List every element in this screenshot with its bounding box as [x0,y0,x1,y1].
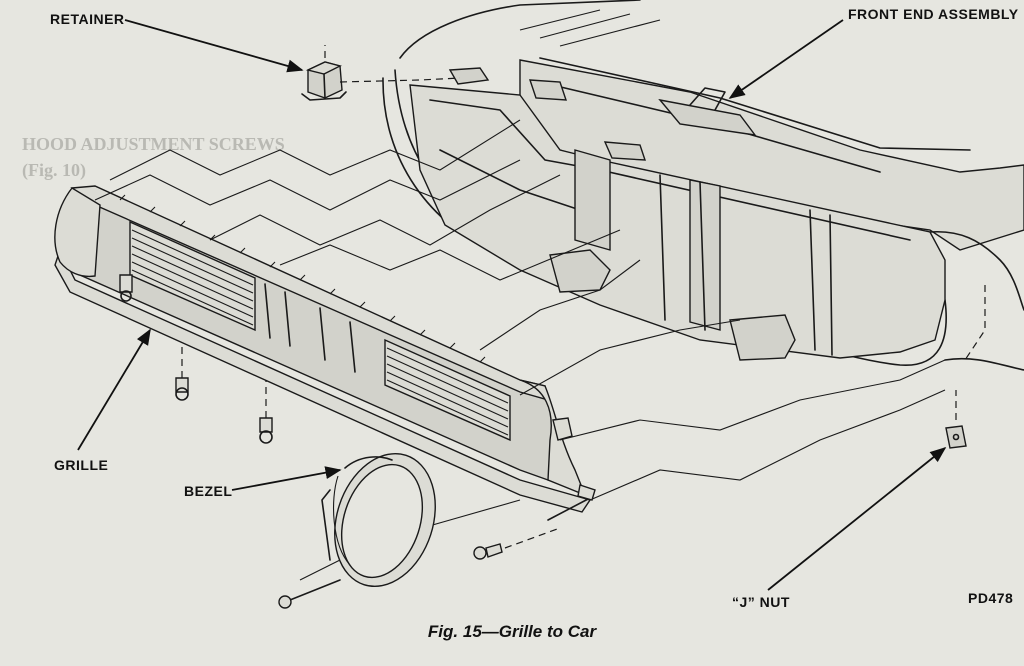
center-bolt [473,527,561,560]
bezel-leader [231,466,342,491]
bezel-label: BEZEL [184,483,233,499]
figure-caption: Fig. 15—Grille to Car [427,622,597,641]
j-nut-label: “J” NUT [732,594,790,610]
grille-leader [77,328,151,451]
grille-screw [119,274,133,302]
retainer-part [301,45,347,101]
j-nut-leader [767,446,947,591]
grille-screw [259,417,273,444]
grille-label: GRILLE [54,457,109,473]
bleed-heading-2: (Fig. 10) [22,160,86,180]
j-nut-part [945,390,967,449]
front-end-assembly-drawing [382,0,1024,371]
front-end-assembly-label: FRONT END ASSEMBLY [848,6,1019,22]
retainer-label: RETAINER [50,11,125,27]
retainer-leader [124,19,304,73]
bezel-bolt [278,579,341,609]
figure-code: PD478 [968,590,1014,606]
grille-screw [175,377,189,401]
front-end-assembly-leader [728,19,844,99]
bezel-part [321,452,436,588]
bleed-heading-1: HOOD ADJUSTMENT SCREWS [22,134,285,154]
grille-drawing [54,185,592,513]
